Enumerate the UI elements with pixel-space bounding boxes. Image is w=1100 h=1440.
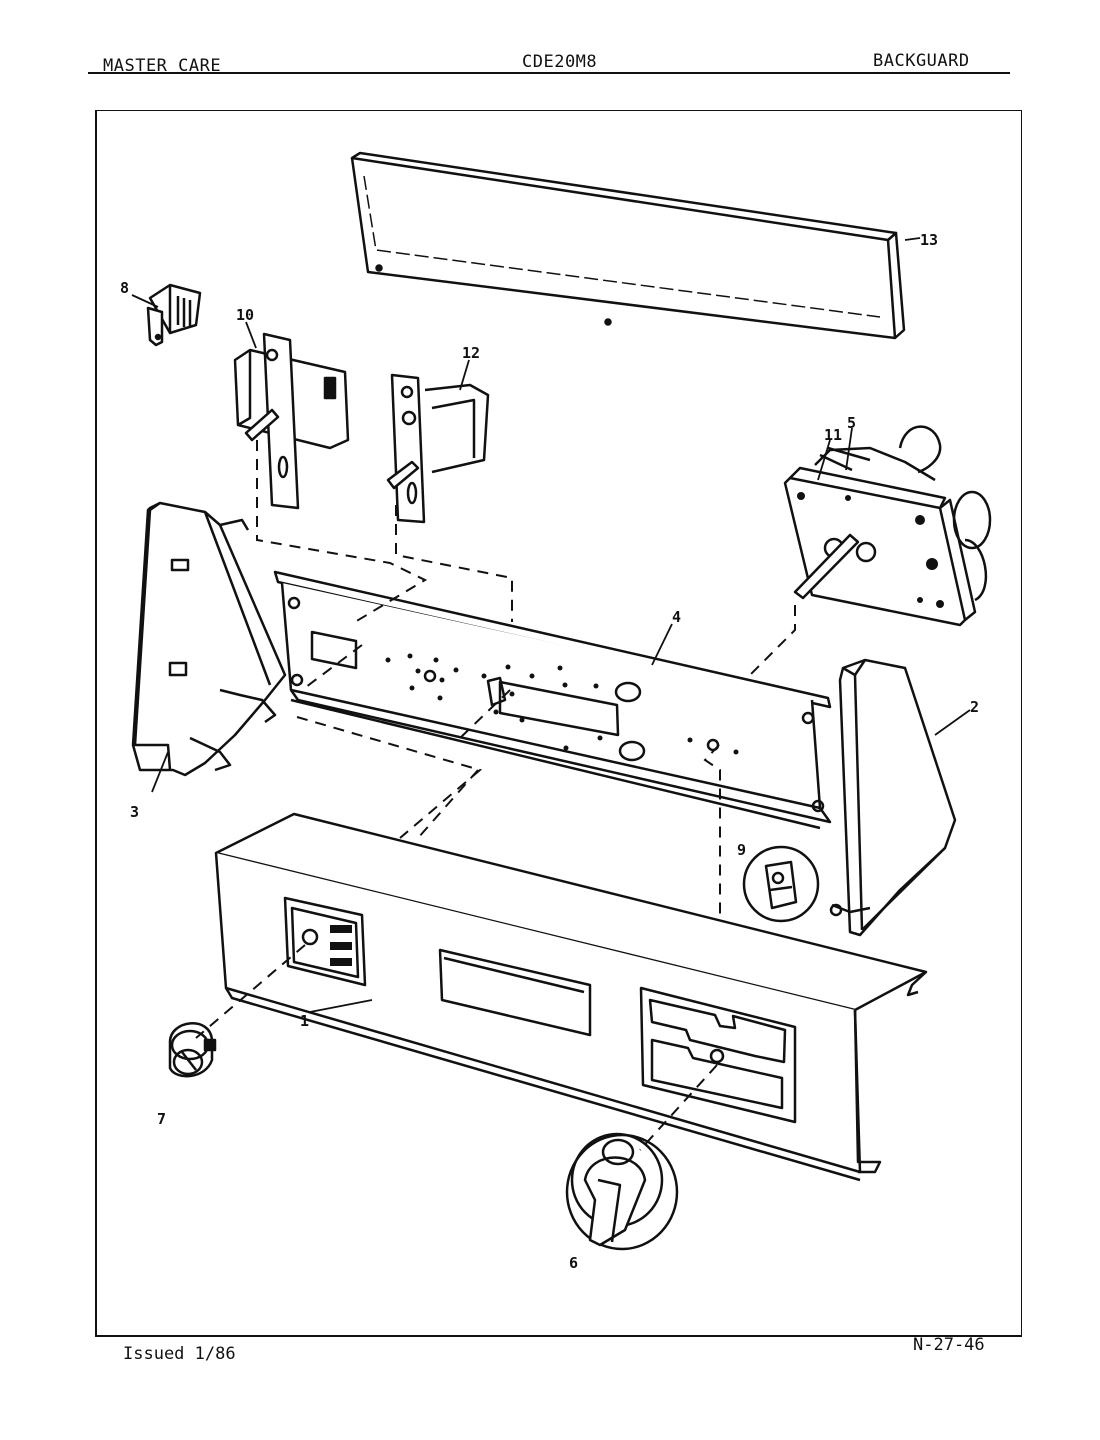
part-6-dial [565,1132,679,1251]
part-5-timer [783,425,992,627]
callout-4: 4 [672,608,681,626]
header-rule [88,72,1010,74]
part-7-knob [168,1022,217,1078]
callout-5: 5 [847,414,856,432]
part-13-top-trim [350,151,906,340]
backguard-exploded-diagram: 1 2 3 4 5 6 7 8 9 10 11 12 13 [95,110,1022,1337]
leader-lines [131,237,971,1013]
callout-labels: 1 2 3 4 5 6 7 8 9 10 11 12 13 [120,231,979,1272]
diagram-frame [95,110,1022,1337]
callout-13: 13 [920,231,938,249]
callout-10: 10 [236,306,254,324]
part-9-clip-detail [742,845,820,923]
model-number: CDE20M8 [522,52,598,72]
part-2-right-end-cap [829,658,957,937]
callout-11: 11 [824,426,842,444]
callout-9: 9 [737,841,746,859]
part-1-console [214,812,928,1182]
section-title: BACKGUARD [873,51,970,71]
assembly-lines [195,440,796,1151]
callout-2: 2 [970,698,979,716]
part-4-control-panel [273,570,832,830]
callout-7: 7 [157,1110,166,1128]
callout-12: 12 [462,344,480,362]
part-3-left-end-cap [131,501,287,777]
brand-title: MASTER CARE [103,56,222,76]
callout-1: 1 [300,1012,309,1030]
part-12-switch [386,373,490,524]
part-10-switch-assembly [233,332,350,510]
part-8-switch [146,283,202,347]
callout-8: 8 [120,279,129,297]
callout-3: 3 [130,803,139,821]
page-code: N-27-46 [913,1335,985,1355]
callout-6: 6 [569,1254,578,1272]
issued-date: Issued 1/86 [123,1344,236,1364]
